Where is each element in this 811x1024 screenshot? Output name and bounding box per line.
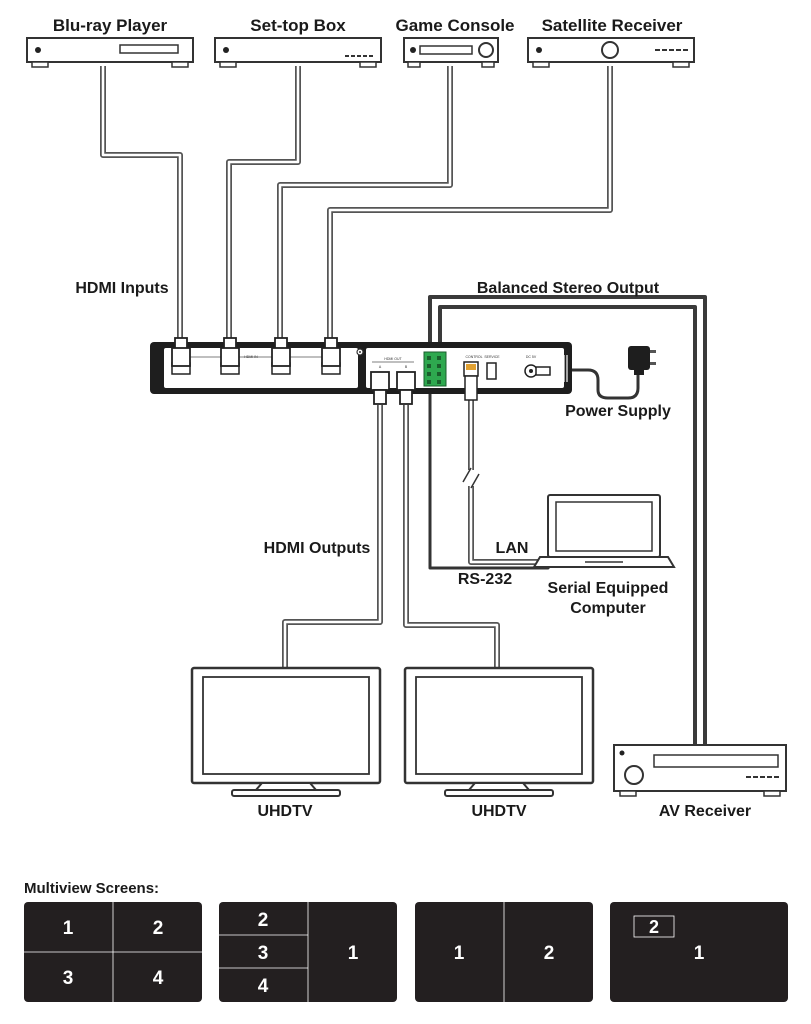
cable-power (548, 368, 640, 400)
computer-label-line2: Computer (570, 600, 646, 617)
multiview-layout-three-plus-one: 2 3 4 1 (219, 902, 397, 1002)
hdmi-outputs-label: HDMI Outputs (264, 540, 371, 557)
cable-settop (226, 66, 301, 340)
hdmi-out-label: HDMI OUT (384, 357, 402, 361)
computer-label-line1: Serial Equipped (548, 580, 669, 597)
multiview-layout-side-by-side: 1 2 (415, 902, 593, 1002)
multiview-layout-quad: 1 2 3 4 (24, 902, 202, 1002)
multiview-pane: 3 (258, 943, 269, 964)
satellite-label: Satellite Receiver (542, 16, 683, 35)
multiview-layout-pip: 2 1 (610, 902, 788, 1002)
cable-hdmi-out-a (282, 405, 383, 668)
cable-lan (462, 400, 556, 565)
lan-label: LAN (496, 540, 529, 557)
service-port (486, 362, 497, 380)
game-console-label: Game Console (395, 16, 514, 35)
balanced-stereo-label: Balanced Stereo Output (477, 280, 660, 297)
power-adapter (628, 346, 656, 375)
settop-label: Set-top Box (250, 16, 346, 35)
rs232-label: RS-232 (458, 571, 512, 588)
control-label: CONTROL (465, 355, 482, 359)
multiview-pane: 2 (258, 910, 269, 931)
multiview-pane: 3 (63, 968, 74, 989)
multiviewer-rear-panel: HDMI IN HDMI OUT A B CONTROL SERVICE DC … (150, 337, 572, 405)
multiview-pip-pane: 2 (649, 917, 659, 937)
hdmi-input-plugs (171, 337, 341, 367)
av-receiver-label: AV Receiver (659, 803, 751, 820)
bluray-player (26, 37, 194, 68)
av-receiver (613, 744, 787, 797)
multiview-pane: 1 (63, 918, 74, 939)
game-console (403, 37, 499, 68)
cable-bluray (100, 66, 183, 340)
terminal-block-connector (423, 351, 447, 387)
multiview-pane: 1 (454, 943, 465, 964)
hdmi-in-label: HDMI IN (244, 355, 258, 359)
multiview-title: Multiview Screens: (24, 880, 159, 897)
power-supply-label: Power Supply (565, 403, 671, 420)
laptop-computer (532, 494, 676, 568)
multiview-pane: 2 (153, 918, 164, 939)
uhdtv-2-label: UHDTV (471, 803, 526, 820)
settop-box (214, 37, 382, 68)
multiview-pane: 2 (544, 943, 555, 964)
hdmi-inputs-label: HDMI Inputs (75, 280, 168, 297)
satellite-receiver (527, 37, 695, 68)
dc-power-jack (524, 364, 551, 378)
cable-balanced-stereo (428, 295, 707, 745)
cable-satellite (327, 66, 613, 340)
hdmi-output-plugs (370, 371, 416, 405)
lan-port (463, 361, 479, 401)
out-b-label: B (405, 365, 408, 369)
cable-hdmi-out-b (403, 405, 500, 668)
multiview-main-pane: 1 (694, 943, 705, 964)
service-label: SERVICE (484, 355, 500, 359)
uhdtv-1-label: UHDTV (257, 803, 312, 820)
multiview-pane: 1 (348, 943, 359, 964)
uhdtv-2 (403, 666, 595, 797)
dc-label: DC 5V (526, 355, 537, 359)
uhdtv-1 (190, 666, 382, 797)
out-a-label: A (379, 365, 382, 369)
multiview-pane: 4 (153, 968, 164, 989)
cable-game (277, 66, 453, 340)
multiview-pane: 4 (258, 976, 269, 997)
bluray-label: Blu-ray Player (53, 16, 168, 35)
